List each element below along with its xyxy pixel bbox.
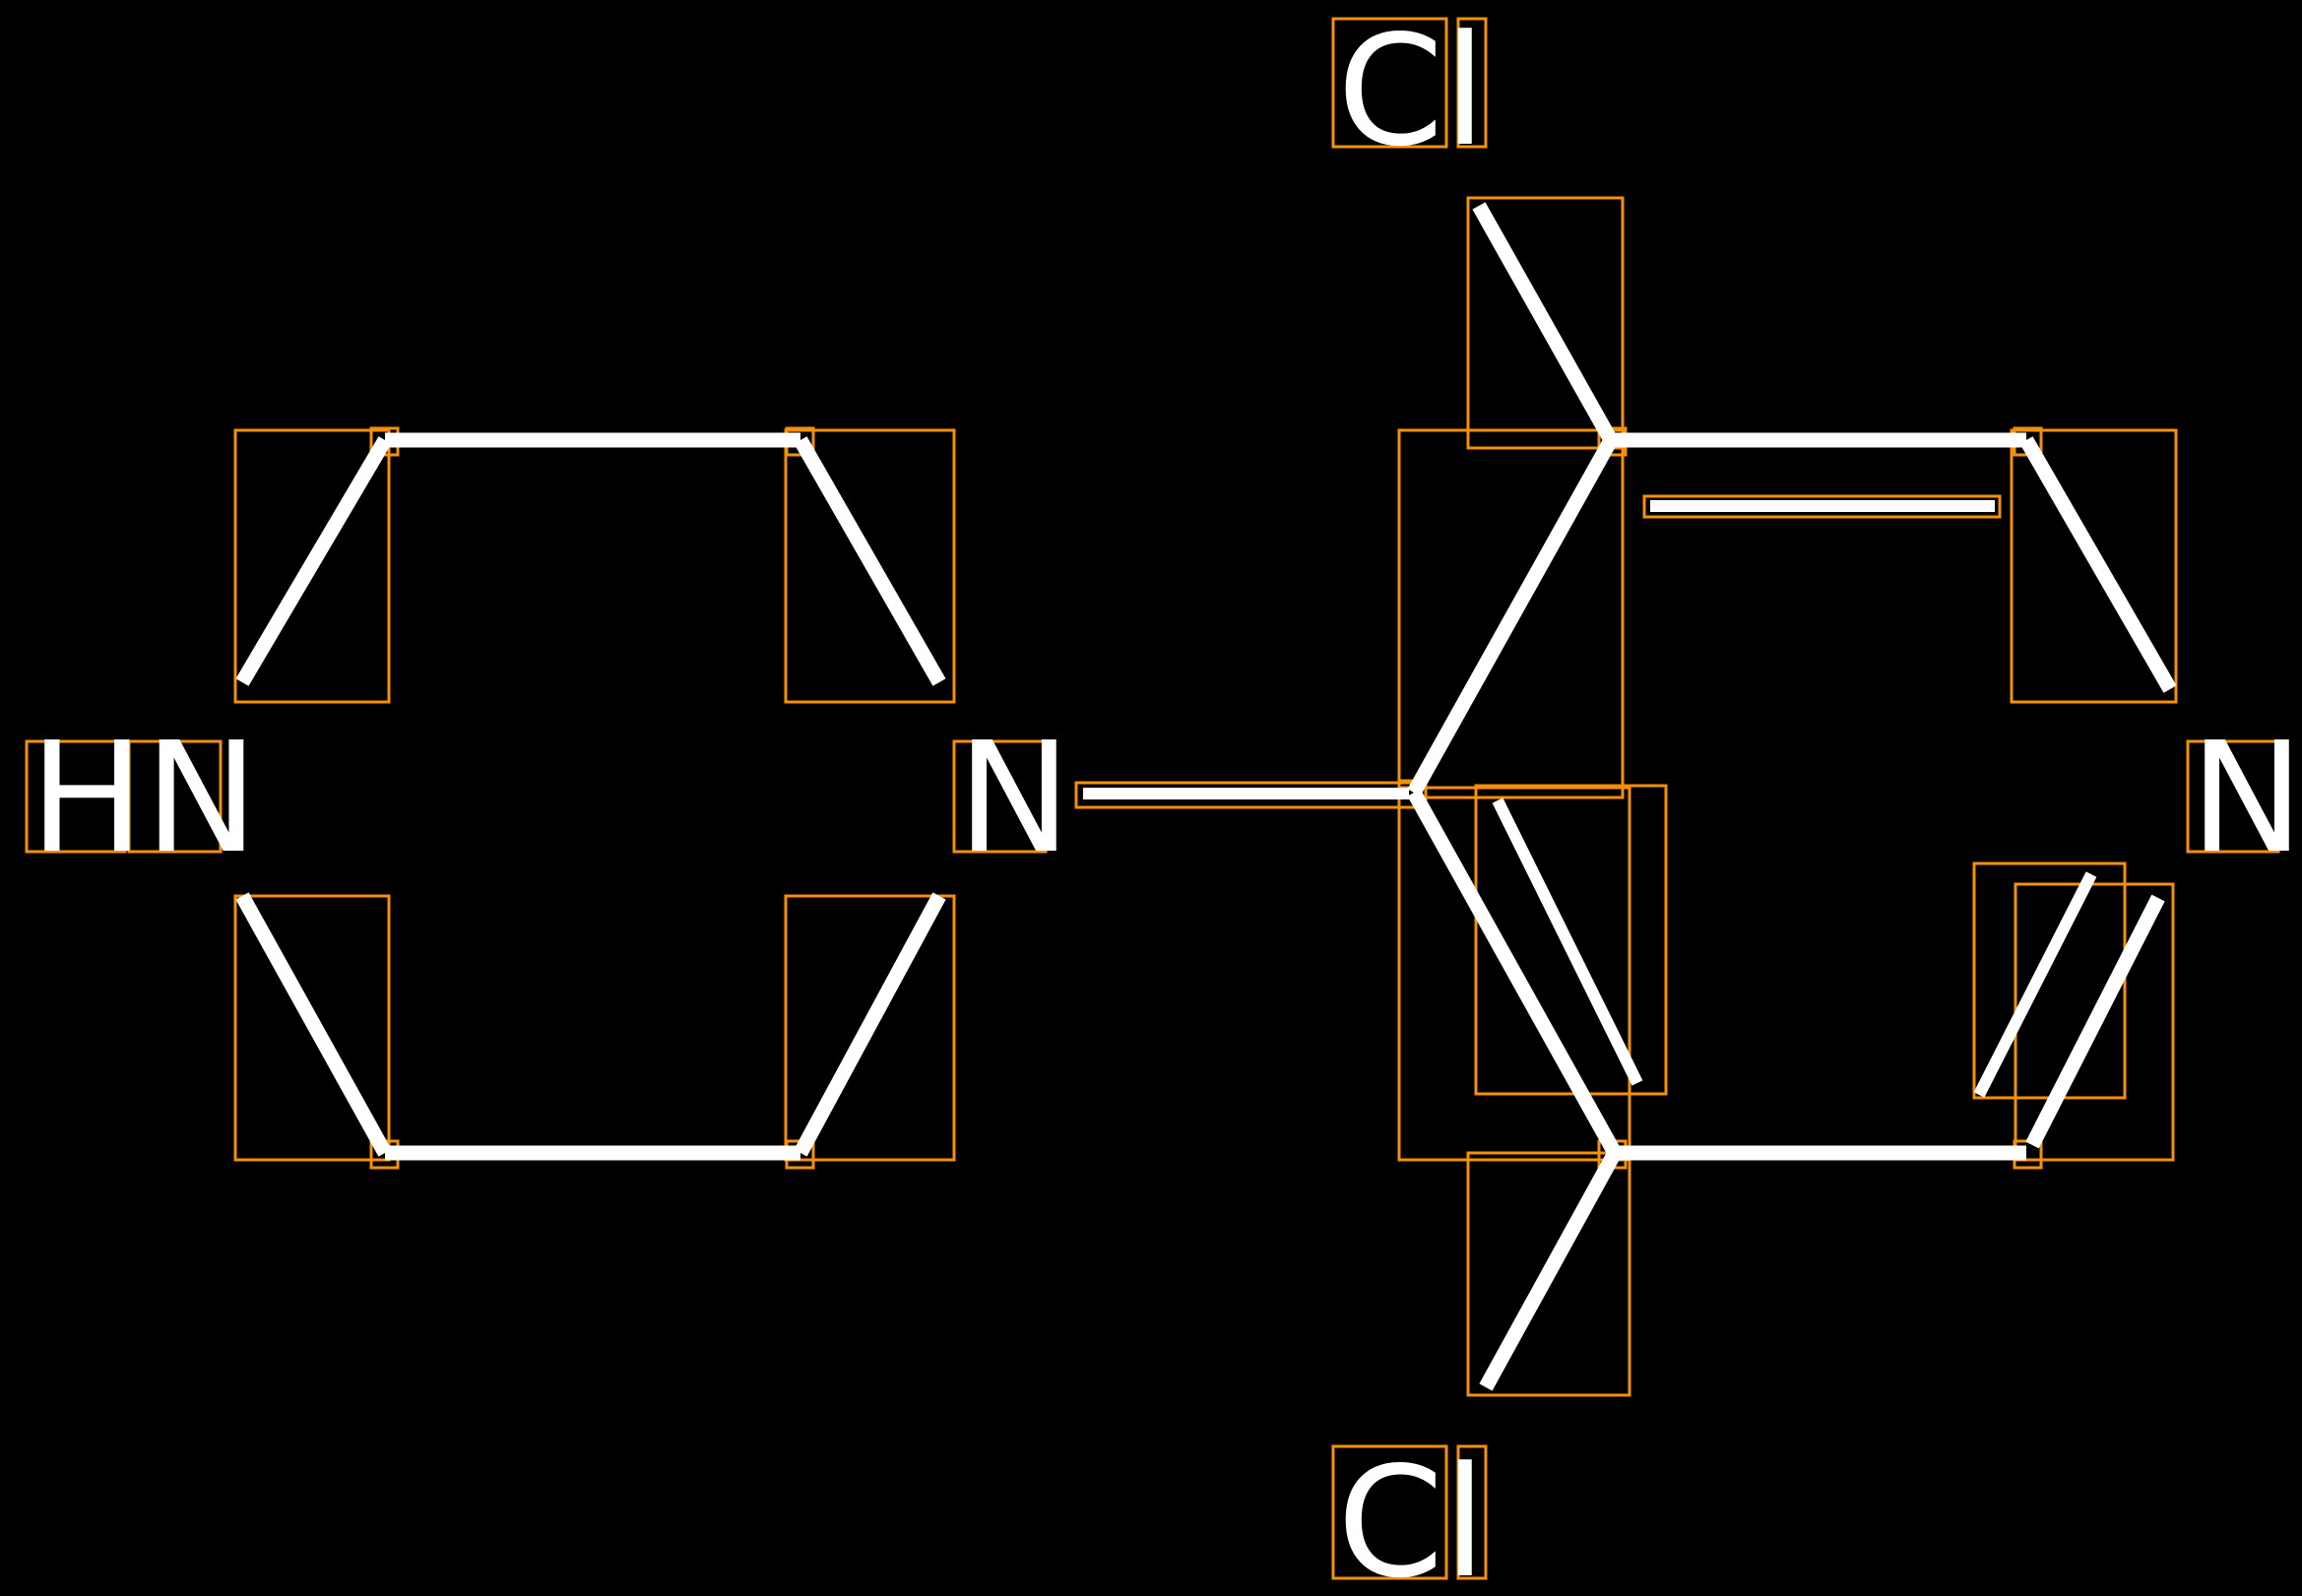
box-bond-bottom-right: [784, 894, 956, 1162]
box-bond-v6-v1-inner: [1474, 784, 1668, 1096]
bond-n-to-v5-outer: [2025, 894, 2165, 1149]
box-bond-v3-to-n: [2010, 428, 2178, 704]
box-atom-N-piperazine: [952, 739, 1048, 854]
bond-cl-bottom: [1479, 1149, 1622, 1391]
bond-v6-v1: [1407, 789, 1622, 1157]
box-bond-bottom-left: [233, 894, 391, 1162]
box-atom-Cl-top-l: [1456, 17, 1488, 149]
bond-cl-top: [1472, 202, 1618, 444]
box-atom-N-amine: [127, 739, 223, 854]
bond-hn-to-top-left: [235, 436, 392, 686]
box-atom-Cl-bottom-C: [1331, 1444, 1448, 1580]
box-bond-cl-top: [1466, 196, 1625, 450]
box-atom-Cl-top-C: [1331, 17, 1448, 149]
atom-label-N-piperazine: N: [957, 709, 1071, 887]
box-atom-H: [25, 739, 127, 854]
box-bond-v1-v6: [1397, 786, 1631, 1162]
box-bond-top-right: [784, 428, 956, 704]
box-bond-v1-v2: [1397, 428, 1625, 799]
box-atom-Cl-bottom-l: [1456, 1444, 1488, 1580]
bond-bottomright-to-n: [794, 892, 946, 1157]
box-bond-v2-v3-inner: [1642, 494, 2002, 519]
atom-label-HN: HN: [30, 709, 259, 887]
atom-label-Cl-bottom: Cl: [1337, 1434, 1486, 1596]
bond-v6-v1-inner: [1492, 798, 1643, 1086]
box-bond-top-left: [233, 428, 391, 704]
bond-v1-v2: [1407, 436, 1618, 797]
box-bond-cl-bottom: [1466, 1151, 1631, 1397]
atom-label-Cl-top: Cl: [1337, 2, 1486, 180]
bond-hn-to-bottom-left: [235, 892, 392, 1157]
bond-v3-to-n: [2019, 436, 2177, 693]
box-atom-N-pyridine: [2186, 739, 2280, 854]
bond-topright-to-n: [794, 436, 946, 686]
bond-n-to-v5-inner: [1973, 871, 2097, 1098]
atom-label-N-pyridine: N: [2190, 709, 2302, 887]
